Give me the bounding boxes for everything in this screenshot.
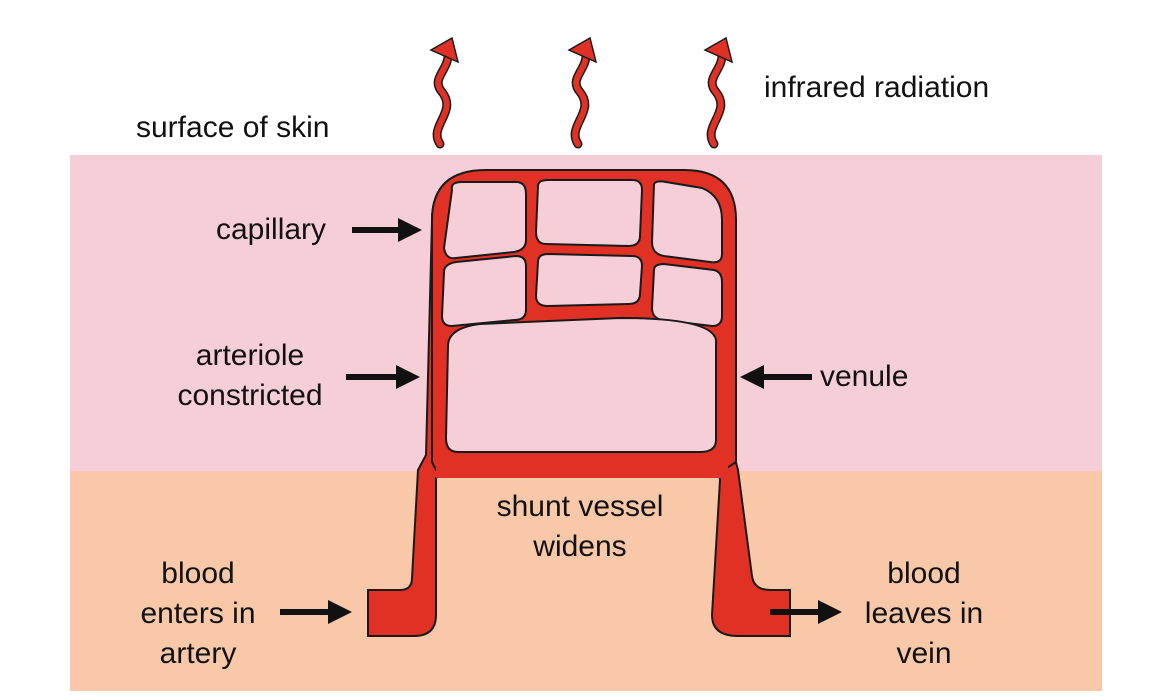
shunt-gap: [456, 484, 712, 600]
shunt-label-line2: widens: [533, 530, 627, 563]
capillary-gap: [650, 262, 723, 328]
enters-label-line3: artery: [159, 637, 237, 670]
capillary-gap: [650, 180, 723, 264]
shunt-label-line1: shunt vessel: [496, 490, 664, 523]
arteriole-label: arteriole constricted: [160, 336, 340, 416]
vessel-network: [367, 169, 791, 637]
capillary-label: capillary: [216, 213, 327, 246]
blood-leaves-label: blood leaves in vein: [842, 554, 1006, 674]
surface-of-skin-label: surface of skin: [136, 111, 330, 144]
radiation-arrow-3-icon: [703, 36, 734, 149]
shunt-vessel: [436, 448, 728, 478]
shunt-vessel-label: shunt vessel widens: [470, 487, 690, 567]
capillary-gap: [442, 181, 527, 260]
arteriole-label-line2: constricted: [177, 379, 323, 412]
leaves-label-line3: vein: [896, 637, 952, 670]
radiation-arrow-2-icon: [567, 36, 598, 149]
capillary-gap: [444, 316, 717, 453]
leaves-label-line1: blood: [887, 557, 961, 590]
blood-enters-label: blood enters in artery: [116, 554, 280, 674]
venule-label: venule: [820, 360, 909, 393]
capillary-gap: [534, 252, 644, 308]
capillary-gap: [440, 254, 527, 328]
radiation-arrow-1-icon: [429, 36, 460, 149]
enters-label-line2: enters in: [140, 597, 256, 630]
arteriole-label-line1: arteriole: [195, 339, 305, 372]
leaves-label-line2: leaves in: [864, 597, 984, 630]
capillary-gap: [534, 179, 644, 248]
enters-label-line1: blood: [161, 557, 235, 590]
infrared-radiation-label: infrared radiation: [764, 71, 990, 104]
